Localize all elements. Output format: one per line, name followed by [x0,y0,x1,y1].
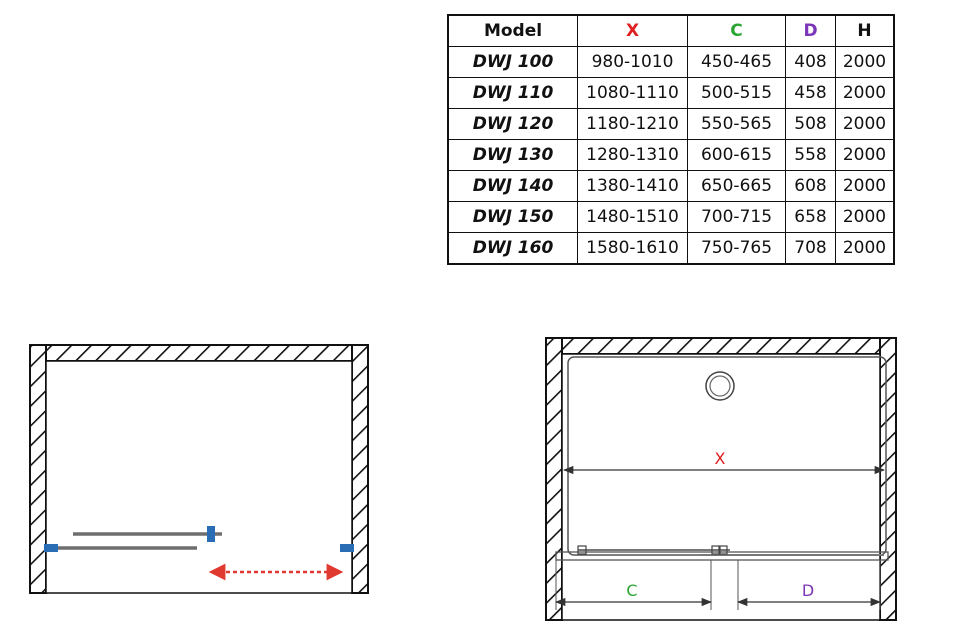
model-cell: DWJ 100 [447,46,578,78]
dimension-x-label: X [715,449,726,468]
hatched-wall-frame-plan [545,337,897,621]
model-cell: DWJ 130 [447,139,578,171]
value-cell: 458 [785,77,836,109]
value-cell: 1280-1310 [577,139,688,171]
value-cell: 2000 [835,77,895,109]
model-cell: DWJ 160 [447,232,578,265]
plan-view: X C D [545,337,897,621]
value-cell: 608 [785,170,836,202]
model-cell: DWJ 140 [447,170,578,202]
dimension-d-label: D [802,581,814,600]
value-cell: 750-765 [687,232,786,265]
value-cell: 408 [785,46,836,78]
table-header-row: Model X C D H [447,14,895,47]
model-cell: DWJ 110 [447,77,578,109]
roller-left [577,545,587,555]
value-cell: 658 [785,201,836,233]
drain-outer [705,371,735,401]
value-cell: 1480-1510 [577,201,688,233]
door-schematic [29,344,369,594]
value-cell: 1380-1410 [577,170,688,202]
wall-bracket-right [340,544,354,552]
value-cell: 450-465 [687,46,786,78]
value-cell: 2000 [835,46,895,78]
value-cell: 2000 [835,232,895,265]
roller-middle-a [711,545,720,555]
value-cell: 558 [785,139,836,171]
value-cell: 550-565 [687,108,786,140]
value-cell: 2000 [835,201,895,233]
value-cell: 708 [785,232,836,265]
value-cell: 700-715 [687,201,786,233]
door-roller [207,526,215,542]
drain-inner [709,375,731,397]
model-cell: DWJ 150 [447,201,578,233]
door-track [555,551,889,561]
value-cell: 500-515 [687,77,786,109]
value-cell: 2000 [835,108,895,140]
value-cell: 2000 [835,139,895,171]
value-cell: 1580-1610 [577,232,688,265]
roller-middle-b [719,545,728,555]
dimension-c-label: C [626,581,637,600]
value-cell: 650-665 [687,170,786,202]
header-x: X [577,14,688,47]
value-cell: 2000 [835,170,895,202]
value-cell: 508 [785,108,836,140]
hatched-wall-frame [29,344,369,594]
wall-bracket-left [44,544,58,552]
